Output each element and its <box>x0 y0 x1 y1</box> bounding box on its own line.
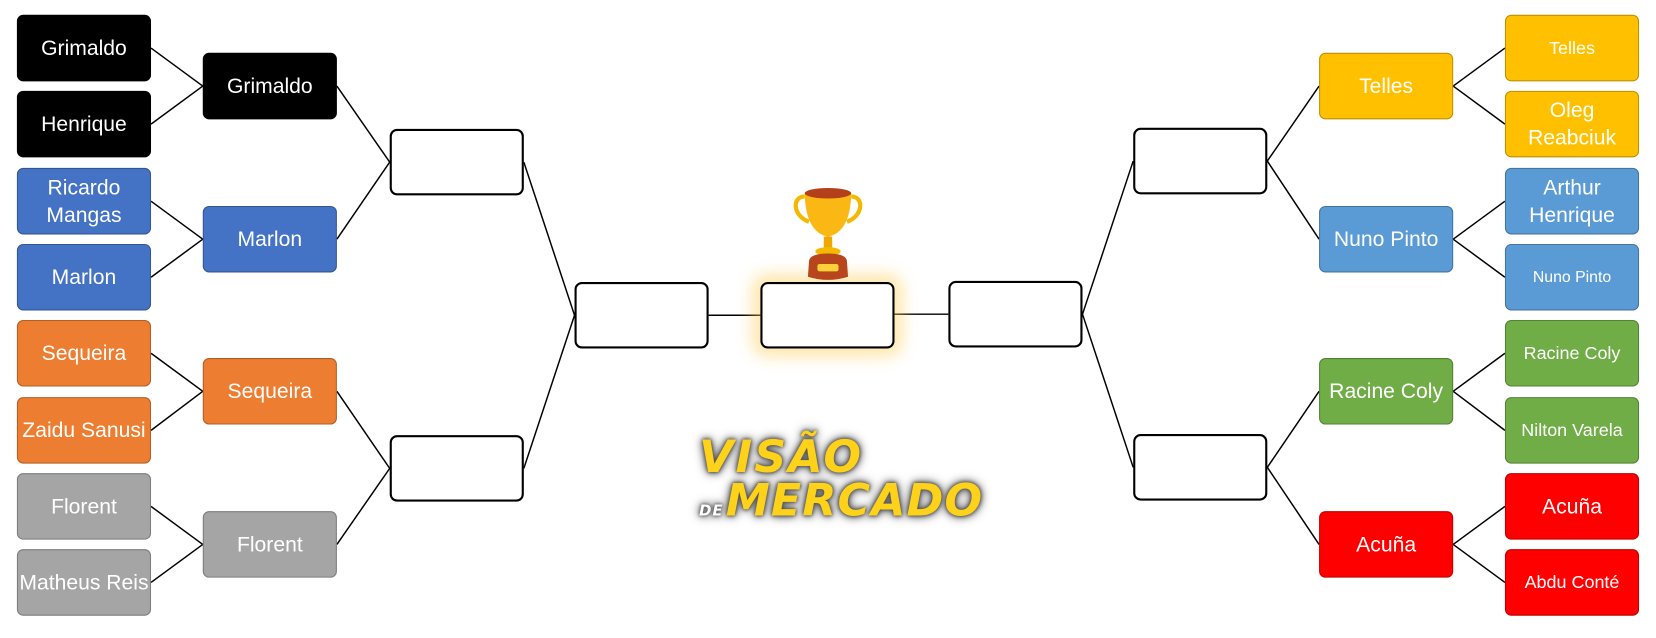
logo-line2: MERCADO <box>725 474 984 526</box>
left-round1-slot: Marlon <box>16 243 152 311</box>
right-round1-slot: Nilton Varela <box>1504 397 1640 464</box>
connector-line <box>1266 466 1320 545</box>
right-round1-slot: Racine Coly <box>1504 319 1640 387</box>
connector-line <box>1452 543 1506 584</box>
left-round1-slot: Sequeira <box>16 319 152 387</box>
right-round2-slot: Telles <box>1319 52 1454 120</box>
connector-line <box>1452 47 1506 87</box>
trophy-icon <box>793 187 863 280</box>
left-round1-slot: Matheus Reis <box>16 549 152 616</box>
left-round1-slot: Zaidu Sanusi <box>16 397 152 464</box>
connector-line <box>150 543 204 584</box>
connector-line <box>336 85 391 163</box>
connector-line <box>336 161 391 240</box>
right-semifinal-slot <box>1133 127 1268 195</box>
left-semifinal-slot <box>389 435 524 502</box>
right-round1-slot: Arthur Henrique <box>1504 167 1640 235</box>
right-round1-slot: Acuña <box>1504 473 1640 540</box>
right-round2-slot: Acuña <box>1319 511 1454 578</box>
connector-line <box>1266 160 1320 240</box>
connector-line <box>150 200 204 240</box>
right-round1-slot: Nuno Pinto <box>1504 243 1640 311</box>
connector-line <box>1452 352 1506 392</box>
connector-line <box>150 47 204 87</box>
connector-line <box>1081 313 1134 468</box>
connector-line <box>1452 200 1506 240</box>
connector-line <box>1452 238 1506 278</box>
connector-line <box>1452 505 1506 546</box>
right-round2-slot: Nuno Pinto <box>1319 205 1454 273</box>
left-round2-slot: Sequeira <box>202 358 337 425</box>
left-round1-slot: Grimaldo <box>16 14 152 82</box>
connector-line <box>150 85 204 125</box>
connector-line <box>1452 85 1506 125</box>
connector-line <box>150 238 204 278</box>
connector-line <box>1081 160 1134 315</box>
left-semifinal-slot <box>389 128 524 196</box>
right-round2-slot: Racine Coly <box>1319 358 1454 425</box>
right-round1-slot: Abdu Conté <box>1504 549 1640 616</box>
connector-line <box>1266 85 1320 162</box>
connector-line <box>1452 390 1506 431</box>
connector-line <box>336 467 391 545</box>
logo-line1: VISÃO <box>699 430 864 483</box>
right-round1-slot: Oleg Reabciuk <box>1504 90 1640 158</box>
left-round2-slot: Florent <box>202 511 337 578</box>
left-round1-slot: Ricardo Mangas <box>16 167 152 235</box>
right-round1-slot: Telles <box>1504 14 1640 82</box>
connector-line <box>150 352 204 392</box>
left-round2-slot: Marlon <box>202 205 337 273</box>
left-round1-slot: Florent <box>16 473 152 540</box>
visao-de-mercado-logo: VISÃO DEMERCADO <box>699 435 983 532</box>
connector-line <box>336 390 391 469</box>
right-final-slot <box>948 280 1083 348</box>
left-round2-slot: Grimaldo <box>202 52 337 120</box>
connector-line <box>1266 390 1320 468</box>
left-round1-slot: Henrique <box>16 90 152 158</box>
connector-line <box>523 315 576 469</box>
logo-de: DE <box>699 502 724 520</box>
left-final-slot <box>574 281 709 349</box>
connector-line <box>150 505 204 546</box>
connector-line <box>150 390 204 431</box>
right-semifinal-slot <box>1133 434 1268 501</box>
connector-line <box>523 161 576 316</box>
champion-slot <box>760 281 895 349</box>
